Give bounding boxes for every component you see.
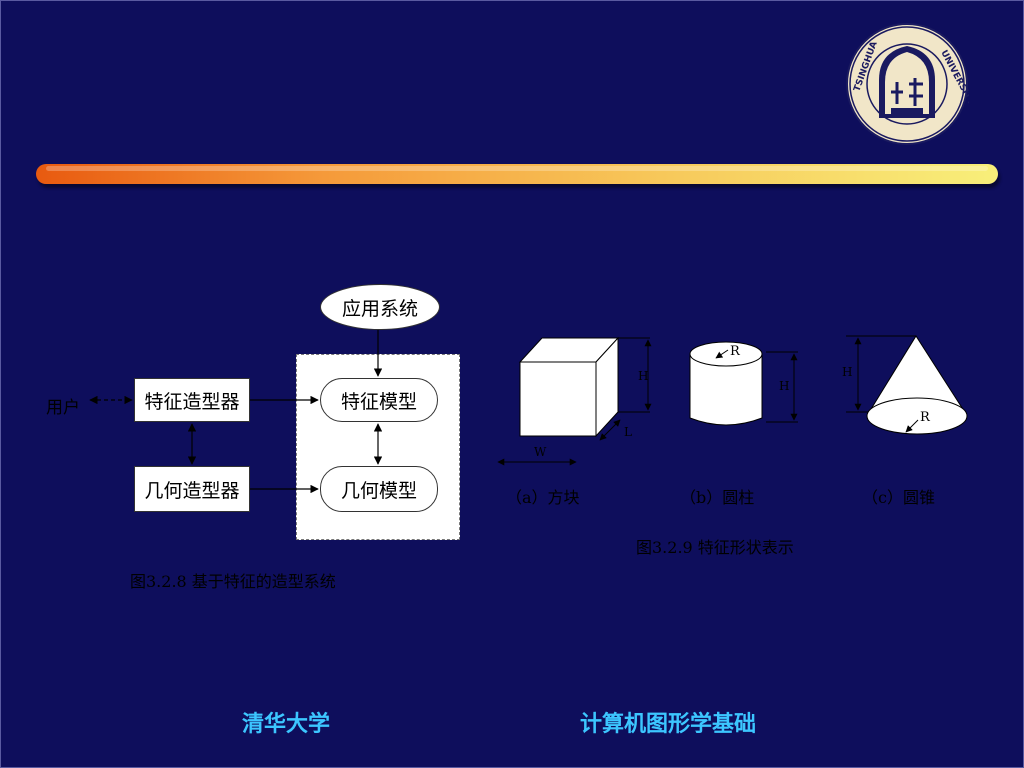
cone-label: （c）圆锥: [862, 488, 935, 507]
cone-dim-r: R: [920, 410, 931, 425]
feature-model-node: 特征模型: [320, 378, 438, 422]
footer-course-title: 计算机图形学基础: [580, 712, 757, 737]
user-label: 用户: [46, 398, 80, 418]
cube-dim-h: H: [638, 369, 648, 383]
feature-modeler-box: 特征造型器: [134, 378, 250, 422]
cone-shape: [846, 335, 968, 435]
cube-label: （a）方块: [506, 488, 580, 507]
figure-caption-left: 图3.2.8 基于特征的造型系统: [130, 572, 336, 591]
application-system-node: 应用系统: [320, 284, 440, 330]
cylinder-shape: [689, 341, 798, 426]
figure-caption-right: 图3.2.9 特征形状表示: [636, 538, 794, 557]
header-divider-bar: [36, 164, 998, 184]
footer-university: 清华大学: [242, 712, 331, 737]
cube-shape: [497, 336, 652, 466]
cone-dim-h: H: [842, 365, 852, 379]
geometry-model-node: 几何模型: [320, 466, 438, 512]
cylinder-label: （b）圆柱: [680, 488, 755, 507]
cube-dim-w: W: [534, 445, 547, 459]
geometry-modeler-box: 几何造型器: [134, 466, 250, 512]
cube-dim-l: L: [624, 425, 632, 439]
cylinder-dim-r: R: [730, 344, 741, 359]
tsinghua-seal-logo: TSINGHUA UNIVERSITY: [846, 23, 969, 145]
cylinder-dim-h: H: [779, 379, 789, 393]
